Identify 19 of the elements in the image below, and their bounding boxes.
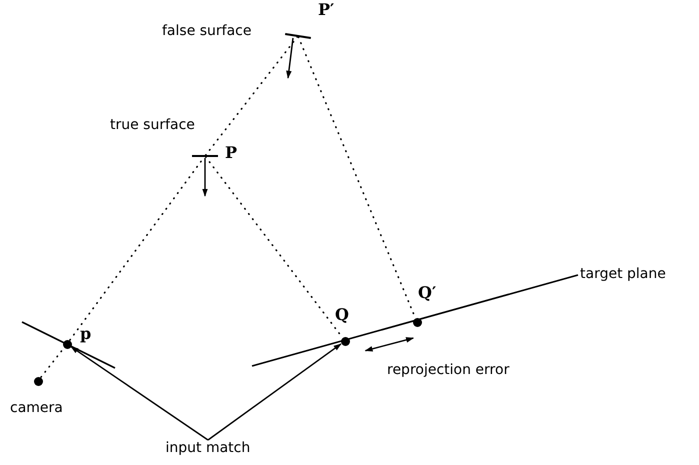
point-label: P (225, 145, 238, 161)
surface-label: true surface (110, 117, 195, 133)
arrow (364, 337, 414, 352)
point-label: p (80, 326, 92, 342)
camera-label: camera (10, 400, 63, 416)
point-dot (412, 318, 422, 326)
arrow (70, 346, 208, 441)
surface-label: false surface (162, 23, 252, 39)
point-dot (34, 376, 42, 386)
point-label: P′ (318, 2, 334, 18)
edge-label: reprojection error (387, 362, 510, 378)
ray-line (204, 36, 298, 156)
callout-label: input match (166, 440, 250, 456)
point-dot (340, 336, 350, 346)
arrow (208, 343, 342, 441)
point-dot (62, 340, 72, 348)
point-label: Q (335, 307, 349, 323)
point-label: Q′ (418, 285, 436, 301)
plane-label: target plane (580, 266, 666, 282)
